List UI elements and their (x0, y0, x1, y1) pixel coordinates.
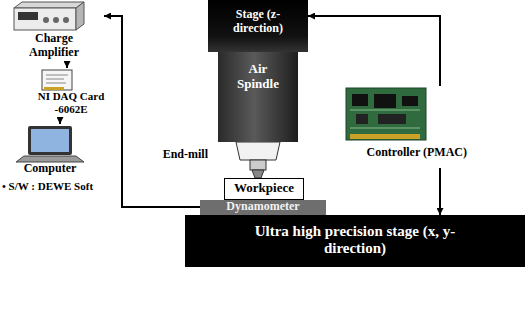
signal-arrow (59, 117, 61, 124)
node-text: Computer (13, 162, 87, 176)
daq-card-node: NI DAQ Card -6062E (30, 68, 110, 117)
amplifier-node: Charge Amplifier (4, 0, 104, 62)
signal-arrow (66, 62, 68, 68)
node-text: Controller (PMAC) (343, 146, 467, 160)
node-text: Workpiece (228, 181, 300, 196)
signal-arrow (308, 16, 440, 86)
node-text: Ultra high precision stage (x, y-directi… (239, 223, 471, 258)
z-stage-block: Stage (z-direction) (208, 0, 308, 52)
controller-board-icon (346, 88, 426, 140)
daq-card-icon (42, 70, 72, 90)
spindle-block: Air Spindle (218, 52, 298, 142)
amplifier-icon (14, 2, 84, 30)
node-text: Air Spindle (228, 62, 288, 92)
signal-arrow (439, 168, 441, 215)
laptop-icon (16, 126, 84, 162)
controller-node: Controller (PMAC) (340, 86, 470, 168)
end-mill-tool (236, 142, 280, 178)
node-text: NI DAQ Card -6062E (33, 90, 109, 115)
node-text: Stage (z-direction) (211, 8, 305, 36)
workpiece-box: Workpiece (224, 178, 304, 200)
software-note: • S/W : DEWE Soft (2, 180, 93, 193)
computer-node: Computer (10, 124, 90, 178)
node-text: Dynamometer (203, 200, 323, 214)
node-text: End-mill (163, 148, 208, 162)
node-text: Charge Amplifier (19, 32, 89, 60)
dynamometer-block: Dynamometer (200, 200, 326, 216)
signal-arrow (104, 16, 200, 207)
end-mill-node: End-mill (232, 142, 282, 178)
xy-stage-block: Ultra high precision stage (x, y-directi… (185, 215, 525, 267)
